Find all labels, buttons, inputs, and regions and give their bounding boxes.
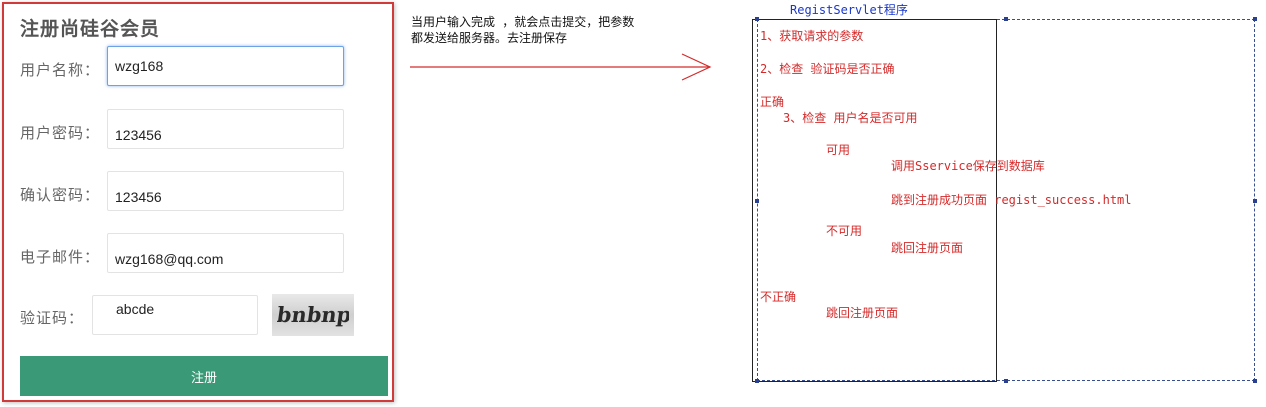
- submit-note-line1: 当用户输入完成 ，就会点击提交，把参数: [411, 15, 635, 29]
- action-back-register-2: 跳回注册页面: [826, 306, 899, 320]
- form-title: 注册尚硅谷会员: [20, 18, 161, 40]
- action-goto-success: 跳到注册成功页面 regist_success.html: [891, 193, 1132, 207]
- servlet-title: RegistServlet程序: [790, 3, 908, 17]
- confirm-password-label: 确认密码：: [20, 186, 101, 204]
- confirm-password-input[interactable]: 123456: [107, 171, 344, 211]
- branch-available: 可用: [826, 143, 851, 157]
- branch-correct: 正确: [760, 95, 785, 109]
- resize-handle[interactable]: [1004, 17, 1008, 21]
- register-button[interactable]: 注册: [20, 356, 388, 396]
- servlet-box: [752, 19, 997, 382]
- confirm-password-value: 123456: [115, 189, 162, 205]
- submit-arrow: [410, 53, 712, 81]
- step-get-params: 1、获取请求的参数: [760, 29, 864, 43]
- email-input[interactable]: wzg168@qq.com: [107, 233, 344, 273]
- captcha-glyphs: bnbnp: [277, 302, 349, 327]
- captcha-input[interactable]: abcde: [92, 295, 258, 335]
- resize-handle[interactable]: [1253, 17, 1257, 21]
- resize-handle[interactable]: [1253, 379, 1257, 383]
- action-back-register-1: 跳回注册页面: [891, 241, 964, 255]
- captcha-image-text: bnbnp: [277, 302, 349, 327]
- captcha-label: 验证码：: [20, 309, 85, 327]
- step-check-username: 3、检查 用户名是否可用: [783, 111, 918, 125]
- arrow-head: [681, 53, 712, 81]
- branch-not-available: 不可用: [826, 224, 863, 238]
- resize-handle[interactable]: [755, 17, 759, 21]
- password-input[interactable]: 123456: [107, 109, 344, 149]
- username-input[interactable]: wzg168: [107, 46, 344, 86]
- step-check-captcha: 2、检查 验证码是否正确: [760, 62, 895, 76]
- resize-handle[interactable]: [755, 199, 759, 203]
- password-value: 123456: [115, 127, 162, 143]
- email-value: wzg168@qq.com: [115, 251, 224, 267]
- resize-handle[interactable]: [1253, 199, 1257, 203]
- captcha-image[interactable]: bnbnp: [272, 294, 354, 336]
- email-label: 电子邮件：: [20, 248, 101, 266]
- submit-note-line2: 都发送给服务器。去注册保存: [411, 31, 568, 45]
- resize-handle[interactable]: [1004, 379, 1008, 383]
- action-save-db: 调用Sservice保存到数据库: [891, 159, 1045, 173]
- captcha-value: abcde: [116, 301, 155, 317]
- registration-form-panel: 注册尚硅谷会员 用户名称： wzg168 用户密码： 123456 确认密码： …: [2, 2, 394, 402]
- password-label: 用户密码：: [20, 124, 101, 142]
- submit-note: 当用户输入完成 ，就会点击提交，把参数 都发送给服务器。去注册保存: [411, 14, 721, 46]
- resize-handle[interactable]: [755, 379, 759, 383]
- branch-not-correct: 不正确: [760, 290, 797, 304]
- username-label: 用户名称：: [20, 61, 101, 79]
- username-value: wzg168: [115, 58, 164, 74]
